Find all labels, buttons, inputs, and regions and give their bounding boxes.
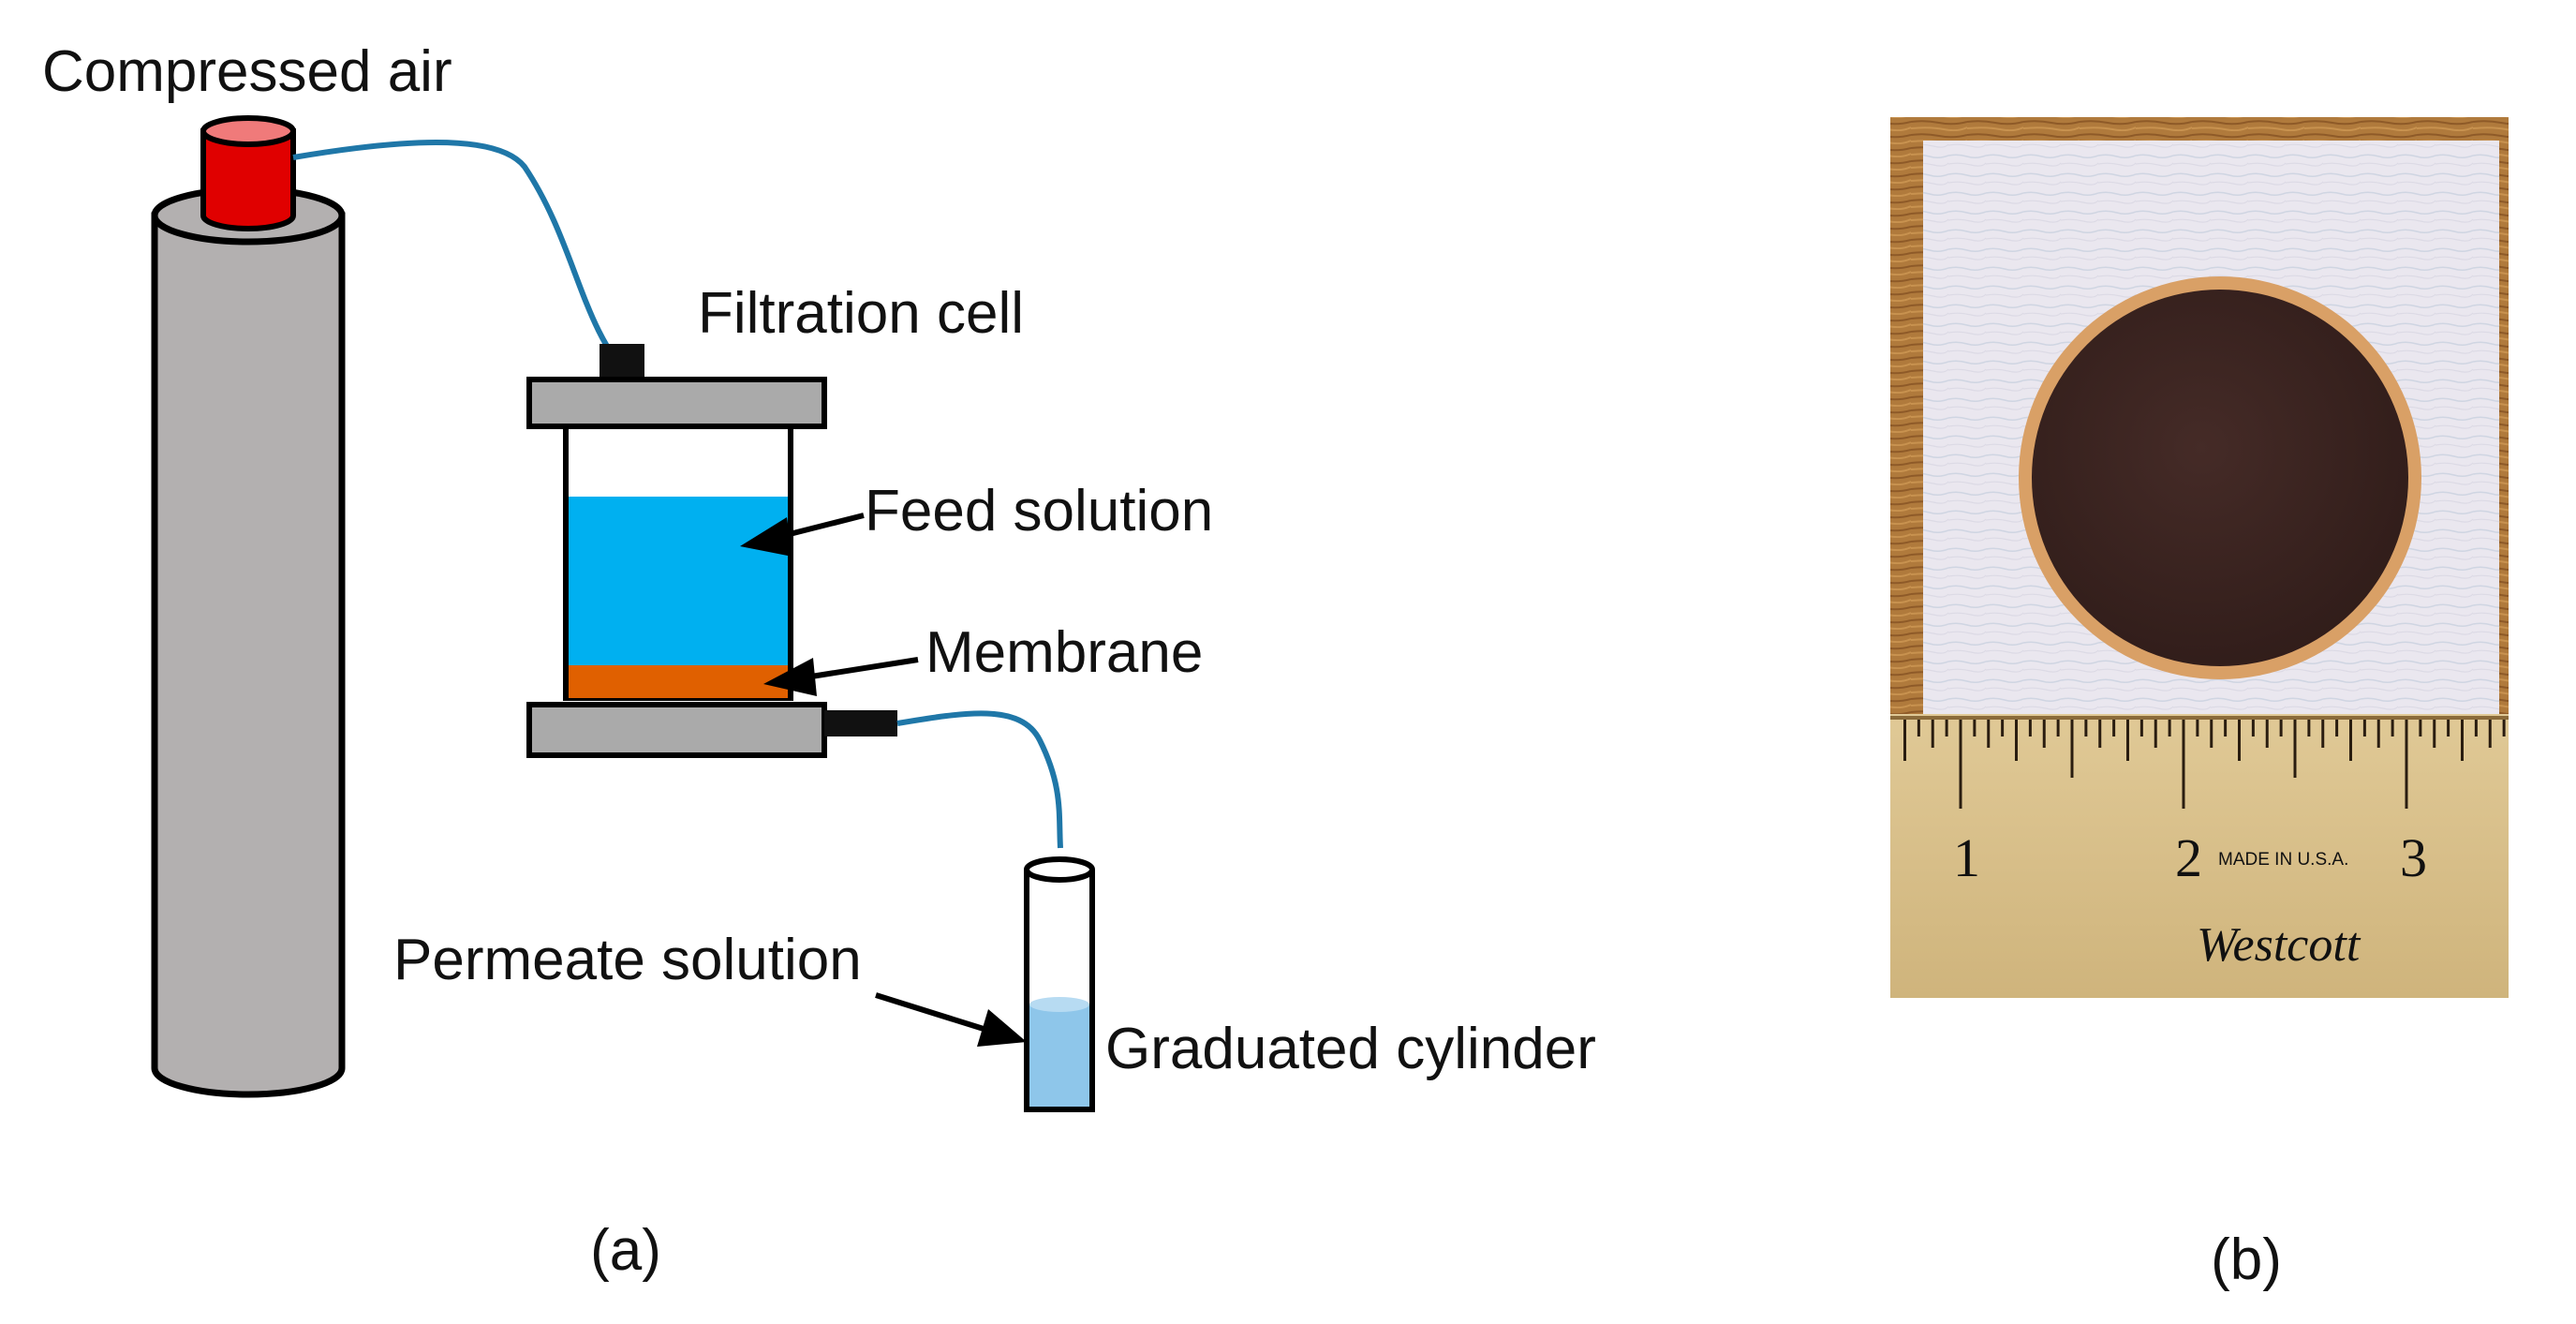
panel-a: Compressed air Filtration cell Feed solu…: [42, 39, 1596, 1283]
valve-cap: [200, 128, 296, 231]
cell-inlet-fitting: [600, 344, 644, 379]
feed-solution-label: Feed solution: [865, 479, 1213, 543]
ruler: 1 2 3 MADE IN U.S.A. Westcott: [1890, 714, 2509, 998]
compressed-air-label: Compressed air: [42, 39, 452, 104]
panel-b: 1 2 3 MADE IN U.S.A. Westcott (b): [1890, 117, 2509, 1292]
graduated-cylinder: [1024, 856, 1095, 1112]
permeate-solution-arrow: [875, 992, 985, 1032]
panel-b-caption: (b): [2211, 1227, 2282, 1292]
air-tubing: [292, 140, 635, 382]
cell-outlet-fitting: [824, 710, 897, 736]
permeate-solution-label: Permeate solution: [393, 928, 862, 992]
gas-cylinder-body: [151, 212, 346, 1098]
graduated-cylinder-body: [1024, 870, 1095, 1112]
ruler-ticks: [1903, 720, 2506, 809]
graduated-cylinder-label: Graduated cylinder: [1105, 1017, 1596, 1081]
membrane-disc: [2032, 290, 2408, 666]
regulator-valve: [200, 115, 296, 231]
annotation-arrows: [740, 513, 1027, 1047]
membrane-label: Membrane: [925, 620, 1203, 685]
graduated-cylinder-rim: [1024, 856, 1095, 883]
ruler-made-in: MADE IN U.S.A.: [2218, 850, 2348, 870]
permeate-fill: [1027, 1004, 1092, 1109]
gas-cylinder: [151, 186, 346, 1098]
permeate-tubing: [896, 710, 1063, 849]
feed-solution-fill: [569, 497, 788, 665]
valve-top: [200, 115, 296, 147]
membrane-layer: [569, 665, 788, 698]
feed-solution-arrowhead: [740, 517, 792, 557]
ruler-brand: Westcott: [2197, 918, 2361, 972]
membrane-arrowhead: [763, 658, 817, 696]
ruler-number-3: 3: [2400, 827, 2427, 888]
membrane-arrow: [810, 657, 919, 679]
membrane-photo: 1 2 3 MADE IN U.S.A. Westcott: [1890, 117, 2509, 998]
ruler-number-2: 2: [2175, 827, 2202, 888]
ruler-number-1: 1: [1953, 827, 1980, 888]
feed-solution-arrow: [781, 513, 865, 539]
cell-top-plate: [526, 377, 827, 429]
permeate-surface: [1029, 997, 1089, 1012]
panel-a-caption: (a): [590, 1218, 661, 1283]
filtration-cell: [526, 344, 897, 758]
permeate-solution-arrowhead: [977, 1009, 1027, 1047]
cell-bottom-plate: [526, 702, 827, 758]
filtration-cell-label: Filtration cell: [698, 281, 1024, 346]
